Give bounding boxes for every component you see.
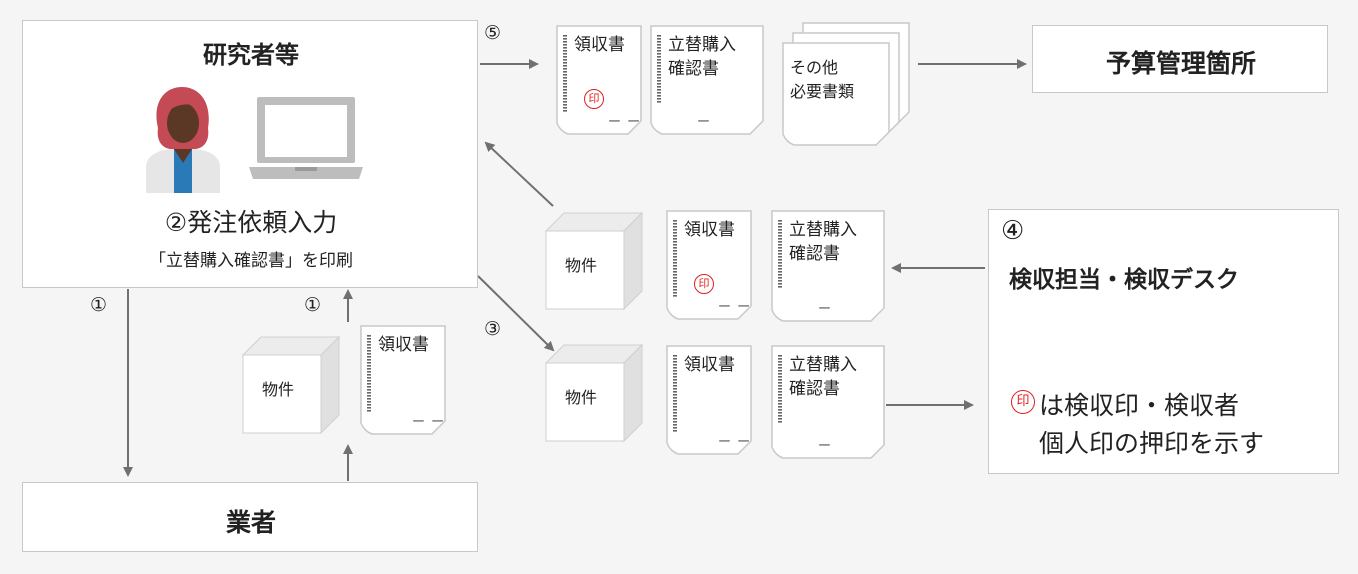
seal-icon: 印 xyxy=(584,89,604,109)
arrow-researcher-to-inspection-goods xyxy=(477,275,555,352)
goods-box-shape xyxy=(242,336,340,434)
doc-receipt-vendor: 領収書ー ー xyxy=(360,325,446,435)
doc-receipt-label: 領収書 xyxy=(574,35,625,55)
doc-paper-shape xyxy=(666,345,752,455)
budget-box: 予算管理箇所 xyxy=(1032,25,1328,93)
doc-dash-double: ー ー xyxy=(608,115,642,130)
budget-title: 予算管理箇所 xyxy=(1105,49,1256,78)
doc-receipt-label: 領収書 xyxy=(684,220,735,240)
arrow-inspection-to-researcher xyxy=(484,141,554,207)
inspection-note-line2: 個人印の押印を示す xyxy=(1039,429,1265,458)
goods-cube-mid: 物件 xyxy=(545,212,643,310)
inspection-box: ④ 検収担当・検収デスク 印 は検収印・検収者 個人印の押印を示す xyxy=(988,209,1339,474)
doc-dash-double: ー ー xyxy=(412,415,446,430)
doc-dash-double: ー ー xyxy=(718,435,752,450)
goods-label: 物件 xyxy=(565,256,598,275)
vendor-box: 業者 xyxy=(22,482,478,552)
doc-confirm-mid: 立替購入 確認書ー xyxy=(771,210,885,322)
doc-paper-shape xyxy=(782,22,910,146)
inspection-seal-icon: 印 xyxy=(1011,390,1035,414)
step-3: ③ xyxy=(484,318,502,340)
vendor-title: 業者 xyxy=(225,508,276,537)
researcher-sub: 「立替購入確認書」を印刷 xyxy=(149,251,353,271)
step-1-left: ① xyxy=(90,294,108,316)
doc-dash-single: ー xyxy=(818,302,833,317)
doc-confirm-label: 立替購入 確認書 xyxy=(789,220,857,264)
doc-other-top: その他 必要書類 xyxy=(780,22,920,154)
doc-paper-shape xyxy=(771,210,885,322)
researcher-person-icon xyxy=(146,87,220,193)
doc-confirm-label: 立替購入 確認書 xyxy=(789,355,857,399)
researcher-step: ②発注依頼入力 xyxy=(164,208,338,237)
goods-cube-low: 物件 xyxy=(545,344,643,442)
goods-label: 物件 xyxy=(262,380,295,399)
doc-receipt-mid: 領収書印ー ー xyxy=(666,210,752,320)
doc-dash-single: ー xyxy=(697,115,712,130)
inspection-title: 検収担当・検収デスク xyxy=(1009,267,1239,293)
step-5: ⑤ xyxy=(484,22,502,44)
goods-box-shape xyxy=(545,344,643,442)
doc-dash-double: ー ー xyxy=(718,300,752,315)
doc-dash-single: ー xyxy=(818,439,833,454)
goods-label: 物件 xyxy=(565,388,598,407)
researcher-box: 研究者等 ②発注依頼入力 「立替購入確認書」を印刷 xyxy=(22,20,478,288)
doc-receipt-low: 領収書ー ー xyxy=(666,345,752,455)
doc-paper-shape xyxy=(771,345,885,459)
doc-other-label: その他 必要書類 xyxy=(790,58,855,101)
doc-paper-shape xyxy=(650,25,764,135)
doc-paper-shape xyxy=(360,325,446,435)
doc-confirm-label: 立替購入 確認書 xyxy=(668,35,736,79)
step-1-right: ① xyxy=(304,294,322,316)
seal-icon: 印 xyxy=(694,274,714,294)
doc-receipt-label: 領収書 xyxy=(378,335,429,355)
doc-receipt-top: 領収書印ー ー xyxy=(556,25,642,135)
goods-box-shape xyxy=(545,212,643,310)
inspection-note-line1: は検収印・検収者 xyxy=(1039,391,1240,420)
doc-confirm-low: 立替購入 確認書ー xyxy=(771,345,885,459)
inspection-step: ④ xyxy=(1001,216,1025,246)
doc-receipt-label: 領収書 xyxy=(684,355,735,375)
goods-cube-vendor: 物件 xyxy=(242,336,340,434)
researcher-title: 研究者等 xyxy=(203,41,299,69)
doc-paper-shape xyxy=(666,210,752,320)
doc-confirm-top: 立替購入 確認書ー xyxy=(650,25,764,135)
doc-paper-shape xyxy=(556,25,642,135)
laptop-icon xyxy=(249,97,363,179)
